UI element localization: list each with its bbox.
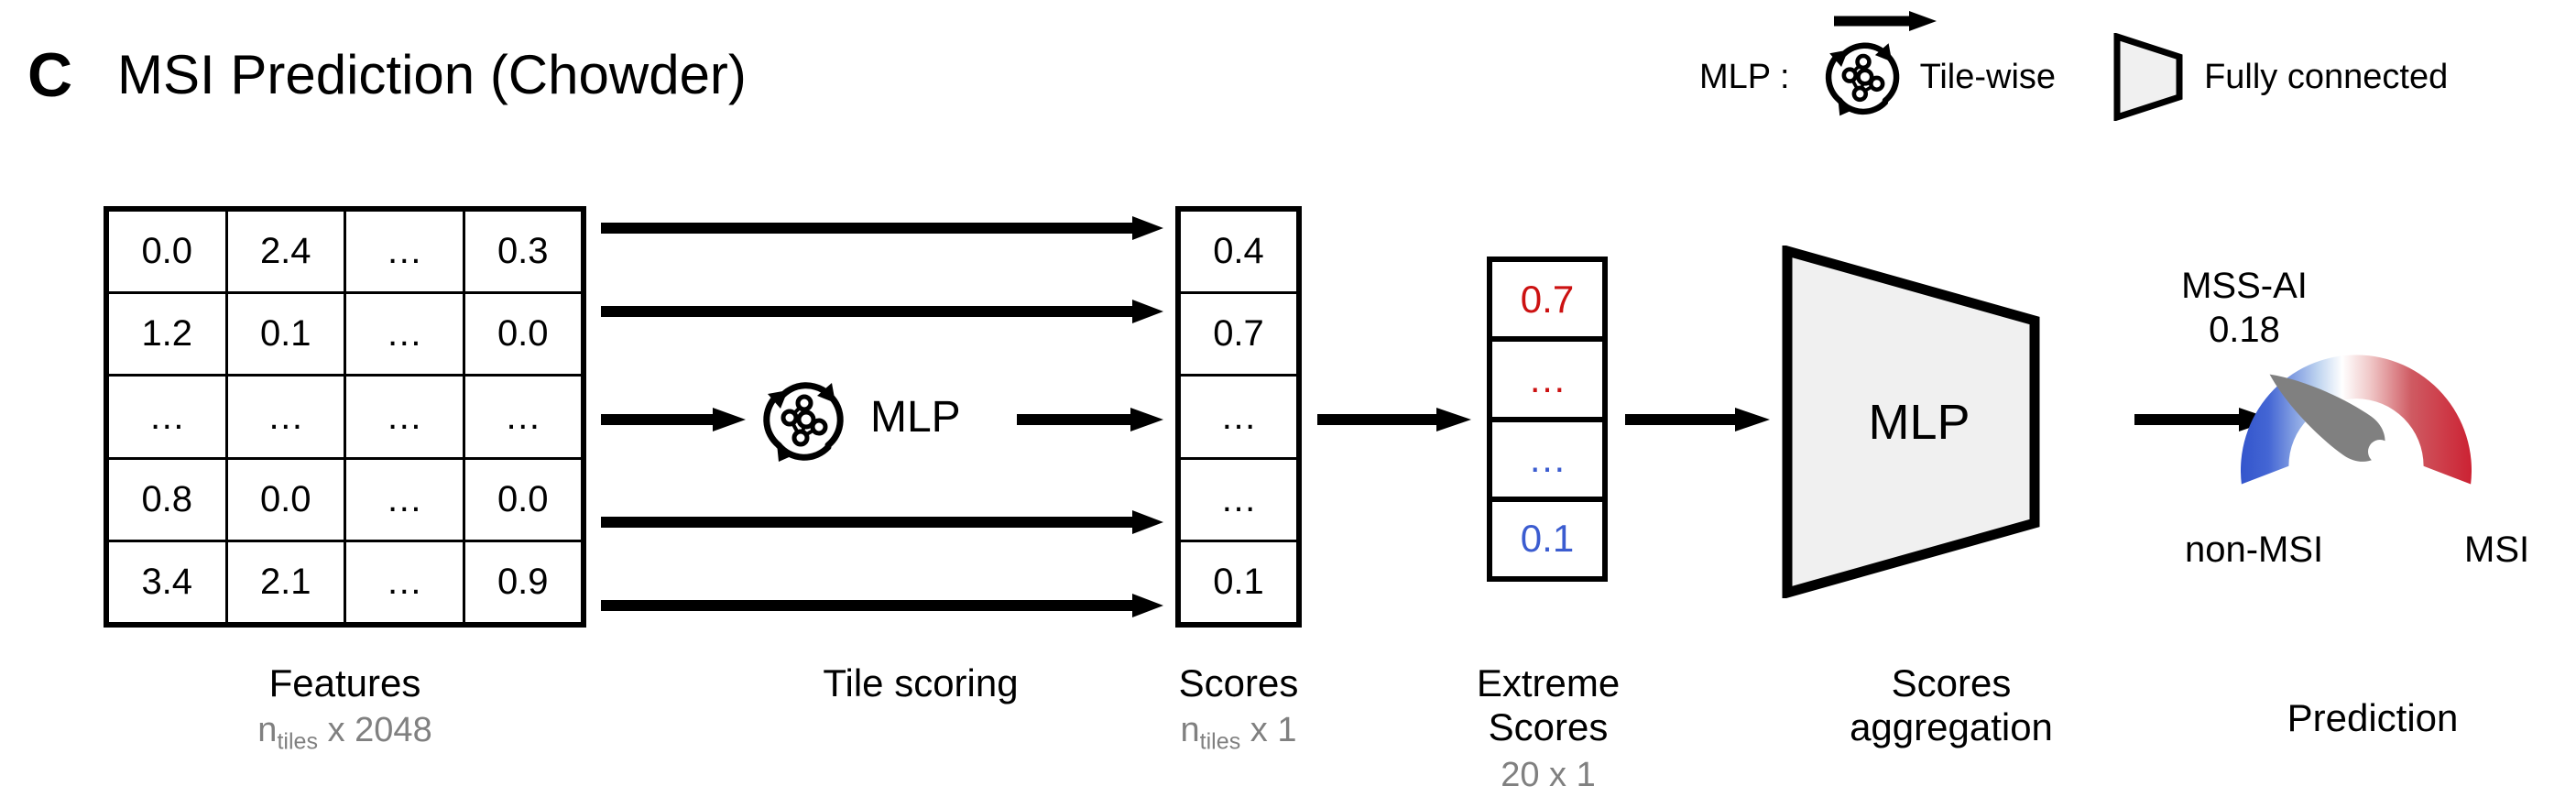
- table-row: 1.2 0.1 … 0.0: [109, 294, 581, 377]
- matrix-cell: 2.1: [228, 541, 346, 623]
- caption-sub-subscript: tiles: [277, 728, 319, 755]
- matrix-cell: 3.4: [109, 541, 228, 623]
- caption-features-sub: ntiles x 2048: [104, 711, 586, 755]
- caption-extreme-sub: 20 x 1: [1501, 755, 1596, 794]
- table-row: 0.0 2.4 … 0.3: [109, 212, 581, 295]
- gauge-metric-name: MSS-AI: [2181, 266, 2308, 306]
- table-row: … … … …: [109, 377, 581, 460]
- legend-prefix-label: MLP :: [1699, 57, 1790, 96]
- matrix-cell: 0.0: [228, 459, 346, 540]
- legend-label-tile-wise: Tile-wise: [1919, 57, 2057, 96]
- caption-features-main: Features: [268, 661, 421, 704]
- arrow-row-5: [601, 594, 1163, 617]
- matrix-cell: 0.0: [109, 212, 228, 292]
- caption-extreme-line1: Extreme: [1476, 661, 1621, 704]
- matrix-cell: 0.1: [228, 294, 346, 375]
- list-item: 0.1: [1520, 517, 1575, 561]
- list-item: 0.7: [1181, 294, 1296, 377]
- gauge-right-label: MSI: [2464, 530, 2530, 570]
- legend-entry-fully-connected: Fully connected: [2056, 33, 2448, 121]
- legend-label-fully-connected: Fully connected: [2204, 57, 2449, 96]
- matrix-cell: 0.0: [497, 313, 549, 355]
- list-item: 0.1: [1213, 561, 1264, 602]
- arrow-row-3-right: [1017, 408, 1163, 431]
- prediction-gauge: [2233, 319, 2479, 530]
- extreme-scores-column: 0.7 … … 0.1: [1487, 257, 1608, 582]
- list-item: 0.7: [1492, 262, 1602, 343]
- gauge-dial-icon: [2241, 355, 2472, 485]
- caption-sub-suffix: x 2048: [318, 711, 432, 750]
- matrix-cell: …: [346, 541, 465, 623]
- list-item: …: [1492, 422, 1602, 502]
- caption-sub-subscript: tiles: [1199, 728, 1241, 755]
- list-item: …: [1492, 342, 1602, 422]
- caption-sub-suffix: x 1: [1240, 711, 1297, 750]
- caption-prediction-main: Prediction: [2287, 696, 2459, 739]
- caption-aggregation-line1: Scores: [1891, 661, 2012, 704]
- fully-connected-trapezoid-icon: [1782, 244, 2040, 600]
- list-item: …: [1181, 377, 1296, 460]
- matrix-cell: 2.4: [228, 212, 346, 292]
- caption-features: Features ntiles x 2048: [104, 661, 586, 756]
- caption-scores-main: Scores: [1178, 661, 1299, 704]
- matrix-cell: …: [346, 459, 465, 540]
- caption-scores: Scores ntiles x 1: [1139, 661, 1338, 756]
- gauge-value-label: MSS-AI 0.18: [2153, 264, 2336, 352]
- fully-connected-trapezoid-icon: [2113, 33, 2183, 121]
- panel-title: MSI Prediction (Chowder): [117, 44, 747, 105]
- matrix-cell: …: [504, 396, 541, 437]
- arrow-row-1: [601, 216, 1163, 240]
- caption-sub-prefix: n: [1180, 711, 1200, 750]
- caption-tile-scoring-main: Tile scoring: [823, 661, 1019, 704]
- legend-entry-tile-wise: Tile-wise: [1821, 11, 2057, 121]
- arrow-row-4: [601, 510, 1163, 534]
- matrix-cell: 1.2: [109, 294, 228, 375]
- caption-extreme-scores: Extreme Scores 20 x 1: [1447, 661, 1649, 795]
- matrix-cell: 0.8: [109, 459, 228, 540]
- gauge-value: 0.18: [2209, 310, 2280, 350]
- tile-wise-network-icon: [763, 382, 844, 462]
- matrix-cell: …: [346, 212, 465, 292]
- aggregation-mlp-label: MLP: [1868, 394, 1970, 450]
- matrix-cell: …: [228, 377, 346, 457]
- scores-column: 0.4 0.7 … … 0.1: [1175, 206, 1302, 628]
- feature-matrix: 0.0 2.4 … 0.3 1.2 0.1 … 0.0 … … … … 0.8 …: [104, 206, 586, 628]
- caption-sub-prefix: n: [257, 711, 278, 750]
- tile-scoring-mlp-label: MLP: [870, 393, 961, 442]
- caption-scores-sub: ntiles x 1: [1139, 711, 1338, 755]
- gauge-left-label: non-MSI: [2185, 530, 2324, 570]
- arrow-scores-to-extreme: [1317, 408, 1471, 431]
- matrix-cell: 0.3: [497, 231, 549, 272]
- table-row: 3.4 2.1 … 0.9: [109, 541, 581, 623]
- panel-letter: C: [27, 40, 72, 110]
- caption-aggregation-line2: aggregation: [1850, 705, 2053, 749]
- matrix-cell: …: [109, 377, 228, 457]
- caption-prediction: Prediction: [2235, 696, 2510, 740]
- arrow-row-2: [601, 300, 1163, 323]
- arrow-row-3-left: [601, 408, 746, 431]
- gauge-hub: [2368, 440, 2392, 464]
- matrix-cell: 0.0: [497, 478, 549, 519]
- tile-wise-network-icon: [1821, 11, 1937, 121]
- legend-arrow-icon: [1833, 11, 1937, 31]
- table-row: 0.8 0.0 … 0.0: [109, 459, 581, 542]
- scores-aggregation-block: MLP: [1782, 244, 2121, 600]
- matrix-cell: …: [346, 377, 465, 457]
- caption-tile-scoring: Tile scoring: [724, 661, 1118, 705]
- tile-wise-glyph: [1825, 42, 1899, 116]
- gauge-needle: [2269, 374, 2385, 462]
- list-item: 0.4: [1181, 212, 1296, 295]
- legend: MLP :: [1699, 11, 2448, 121]
- caption-extreme-line2: Scores: [1488, 705, 1609, 749]
- list-item: …: [1181, 460, 1296, 542]
- matrix-cell: …: [346, 294, 465, 375]
- caption-scores-aggregation: Scores aggregation: [1786, 661, 2116, 750]
- matrix-cell: 0.9: [497, 561, 549, 602]
- arrow-extreme-to-aggregation: [1625, 408, 1770, 431]
